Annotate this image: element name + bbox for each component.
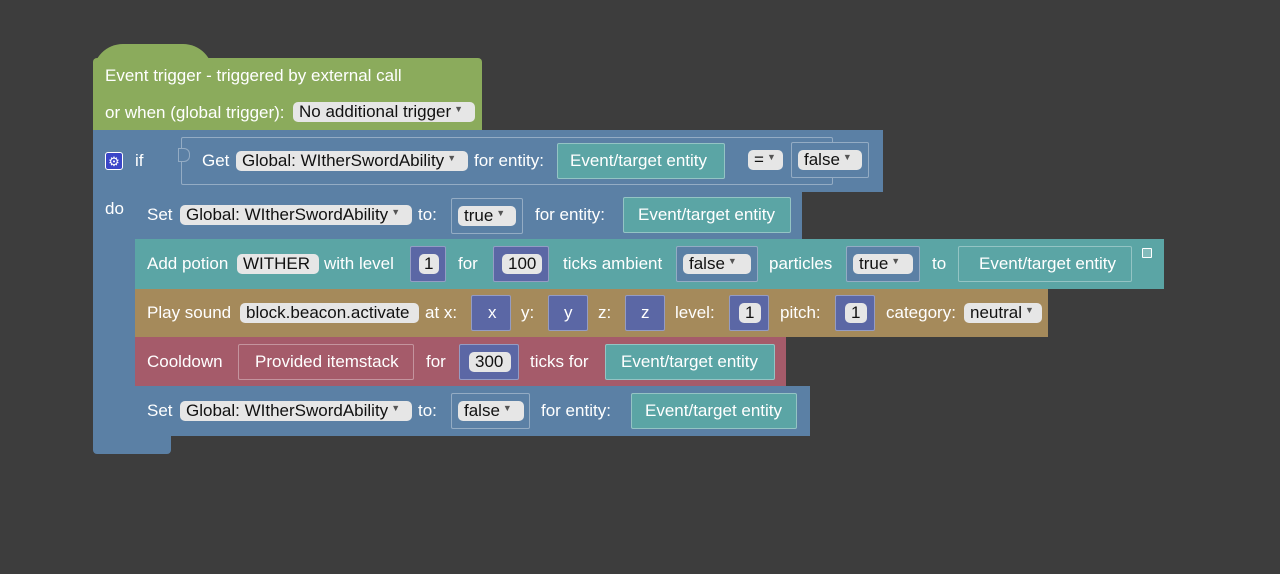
set-entity-label: Event/target entity <box>638 205 776 224</box>
trigger-title: Event trigger - triggered by external ca… <box>105 66 402 85</box>
set-entity-block-2[interactable]: Event/target entity <box>631 393 797 429</box>
pitch-input[interactable]: 1 <box>845 303 867 323</box>
y-value: y <box>564 303 573 322</box>
category-label: category: <box>886 303 956 322</box>
z-label: z: <box>598 303 612 322</box>
compare-value-block[interactable]: false▼ <box>791 142 869 178</box>
potion-level-block[interactable]: 1 <box>410 246 446 282</box>
get-label: Get <box>202 151 230 170</box>
level-label: level: <box>675 303 715 322</box>
chevron-down-icon: ▼ <box>454 104 464 114</box>
potion-ticks-input[interactable]: 100 <box>502 254 542 274</box>
chevron-down-icon: ▼ <box>502 403 512 413</box>
sound-name-field[interactable]: block.beacon.activate <box>240 303 419 323</box>
with-level-label: with level <box>324 254 394 273</box>
if-label: if <box>135 151 144 170</box>
play-sound-block[interactable]: Play sound block.beacon.activate at x: x… <box>135 289 1048 337</box>
set-variable-dropdown[interactable]: Global: WItherSwordAbility▼ <box>180 205 412 225</box>
cooldown-ticks-input[interactable]: 300 <box>469 352 511 372</box>
y-block[interactable]: y <box>548 295 588 331</box>
sound-level-input[interactable]: 1 <box>739 303 761 323</box>
gear-icon[interactable]: ⚙ <box>105 152 123 170</box>
operator-dropdown[interactable]: =▼ <box>748 150 783 170</box>
potion-ticks-block[interactable]: 100 <box>493 246 549 282</box>
play-sound-label: Play sound <box>147 303 232 322</box>
set-value-dropdown[interactable]: true▼ <box>458 206 516 226</box>
set-label: Set <box>147 205 173 224</box>
set-variable-block-2[interactable]: Set Global: WItherSwordAbility▼ to: fals… <box>135 386 810 436</box>
ambient-dropdown[interactable]: false▼ <box>683 254 751 274</box>
chevron-down-icon: ▼ <box>1024 305 1034 315</box>
add-potion-block[interactable]: Add potion WITHER with level 1 for 100 t… <box>135 239 1164 289</box>
chevron-down-icon: ▼ <box>391 403 401 413</box>
if-entity-block[interactable]: Event/target entity <box>557 143 725 179</box>
compare-socket[interactable]: Get Global: WItherSwordAbility▼ for enti… <box>178 137 833 185</box>
potion-entity-block[interactable]: Event/target entity <box>958 246 1132 282</box>
global-trigger-dropdown[interactable]: No additional trigger▼ <box>293 102 475 122</box>
potion-level-input[interactable]: 1 <box>419 254 439 274</box>
if-entity-label: Event/target entity <box>570 151 708 170</box>
x-block[interactable]: x <box>471 295 511 331</box>
if-block-bottom <box>93 436 171 454</box>
ambient-block[interactable]: false▼ <box>676 246 758 282</box>
get-variable-dropdown[interactable]: Global: WItherSwordAbility▼ <box>236 151 468 171</box>
pitch-label: pitch: <box>780 303 821 322</box>
particles-block[interactable]: true▼ <box>846 246 920 282</box>
set-to-label-2: to: <box>418 401 437 420</box>
set-value-dropdown-2[interactable]: false▼ <box>458 401 524 421</box>
ticks-for-label: ticks for <box>530 352 589 371</box>
trigger-hat-cap <box>93 44 213 74</box>
potion-for-label: for <box>458 254 478 273</box>
cooldown-entity-block[interactable]: Event/target entity <box>605 344 775 380</box>
cooldown-for-label: for <box>426 352 446 371</box>
set-for-entity-label-2: for entity: <box>541 401 611 420</box>
event-trigger-block[interactable]: Event trigger - triggered by external ca… <box>93 44 482 130</box>
cooldown-label: Cooldown <box>147 352 223 371</box>
set-entity-block[interactable]: Event/target entity <box>623 197 791 233</box>
z-block[interactable]: z <box>625 295 665 331</box>
set-to-label: to: <box>418 205 437 224</box>
y-label: y: <box>521 303 535 322</box>
cooldown-ticks-block[interactable]: 300 <box>459 344 519 380</box>
pitch-block[interactable]: 1 <box>835 295 875 331</box>
potion-entity-label: Event/target entity <box>979 254 1117 273</box>
chevron-down-icon: ▼ <box>496 208 506 218</box>
set-variable-block-1[interactable]: Set Global: WItherSwordAbility▼ to: true… <box>135 192 802 239</box>
sound-level-block[interactable]: 1 <box>729 295 769 331</box>
chevron-down-icon: ▼ <box>727 256 737 266</box>
if-block[interactable]: ⚙ if Get Global: WItherSwordAbility▼ for… <box>93 130 883 192</box>
chevron-down-icon: ▼ <box>842 152 852 162</box>
trigger-global-label: or when (global trigger): <box>105 103 285 122</box>
ticks-ambient-label: ticks ambient <box>563 254 663 273</box>
particles-label: particles <box>769 254 833 273</box>
set-for-entity-label: for entity: <box>535 205 605 224</box>
do-label: do <box>105 199 124 218</box>
set-value-block-2[interactable]: false▼ <box>451 393 530 429</box>
if-block-spine <box>93 192 137 438</box>
itemstack-label: Provided itemstack <box>255 352 399 371</box>
chevron-down-icon: ▼ <box>891 256 901 266</box>
compare-value-dropdown[interactable]: false▼ <box>798 150 862 170</box>
add-potion-label: Add potion <box>147 254 229 273</box>
cooldown-entity-label: Event/target entity <box>621 352 759 371</box>
particles-dropdown[interactable]: true▼ <box>853 254 913 274</box>
z-value: z <box>641 303 650 322</box>
at-x-label: at x: <box>425 303 458 322</box>
itemstack-block[interactable]: Provided itemstack <box>238 344 414 380</box>
potion-effect-field[interactable]: WITHER <box>237 254 319 274</box>
chevron-down-icon: ▼ <box>391 207 401 217</box>
cooldown-block[interactable]: Cooldown Provided itemstack for 300 tick… <box>135 337 786 386</box>
category-dropdown[interactable]: neutral▼ <box>964 303 1042 323</box>
comment-icon[interactable] <box>1142 248 1152 258</box>
set-label-2: Set <box>147 401 173 420</box>
get-for-entity-label: for entity: <box>474 151 544 170</box>
chevron-down-icon: ▼ <box>447 153 457 163</box>
set-variable-dropdown-2[interactable]: Global: WItherSwordAbility▼ <box>180 401 412 421</box>
x-value: x <box>488 303 497 322</box>
set-entity-label-2: Event/target entity <box>645 401 783 420</box>
set-value-block[interactable]: true▼ <box>451 198 523 234</box>
potion-to-label: to <box>932 254 947 273</box>
compare-socket-notch <box>178 148 190 162</box>
chevron-down-icon: ▼ <box>766 152 776 162</box>
